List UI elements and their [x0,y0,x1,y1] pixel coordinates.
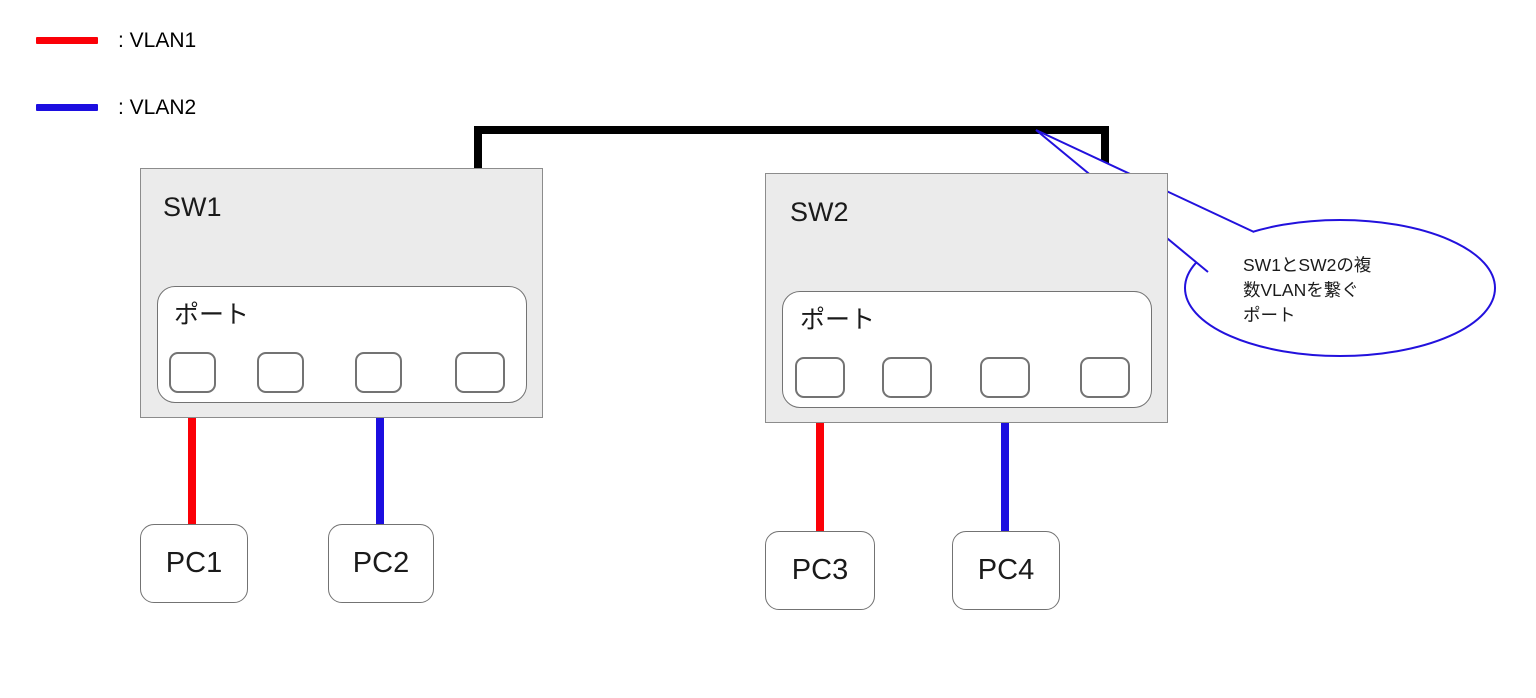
host-pc4[interactable]: PC4 [952,531,1060,610]
host-pc2[interactable]: PC2 [328,524,434,603]
legend-label-vlan1: : VLAN1 [118,29,197,52]
sw1-port-1[interactable] [169,352,216,393]
legend-item-vlan1: : VLAN1 [36,30,196,51]
host-pc2-label: PC2 [352,547,410,579]
switch-sw1-title: SW1 [163,192,222,222]
host-pc4-label: PC4 [977,554,1035,586]
sw1-port-2[interactable] [257,352,304,393]
legend-item-vlan2: : VLAN2 [36,97,196,118]
sw1-port-4[interactable] [455,352,505,393]
switch-sw2-title: SW2 [790,197,849,227]
sw1-port-3[interactable] [355,352,402,393]
vlan2-color-swatch [36,104,98,111]
host-pc3-label: PC3 [791,554,849,586]
switch-sw1-port-bank [157,286,527,403]
host-pc1-label: PC1 [165,547,223,579]
vlan1-color-swatch [36,37,98,44]
callout-annotation-text: SW1とSW2の複 数VLANを繋ぐ ポート [1243,255,1372,325]
sw2-port-4[interactable] [1080,357,1130,398]
sw2-port-3[interactable] [980,357,1030,398]
host-pc1[interactable]: PC1 [140,524,248,603]
sw2-port-2[interactable] [882,357,932,398]
host-pc3[interactable]: PC3 [765,531,875,610]
legend-label-vlan2: : VLAN2 [118,96,197,119]
sw2-port-1[interactable] [795,357,845,398]
switch-sw1-port-bank-title: ポート [174,301,250,329]
switch-sw2-port-bank-title: ポート [800,306,876,334]
